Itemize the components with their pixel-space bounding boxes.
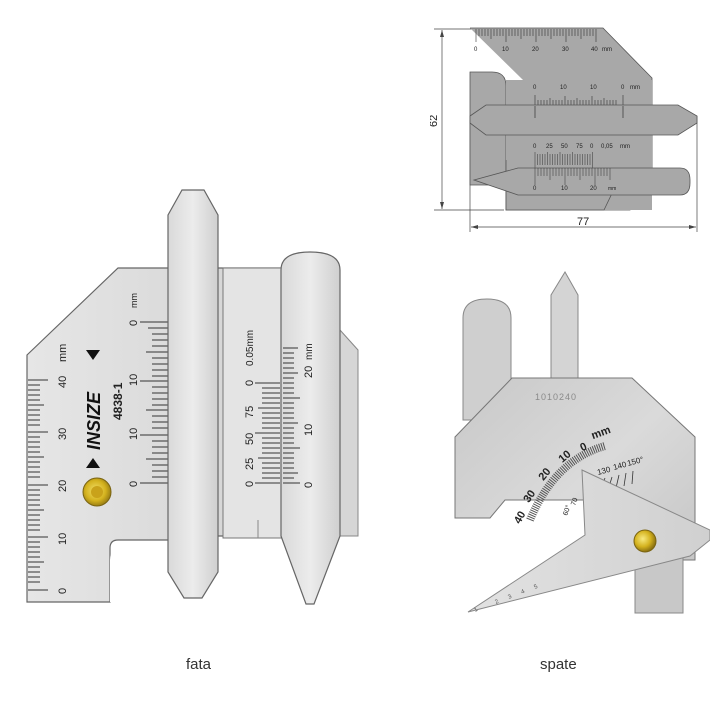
svg-text:150°: 150° xyxy=(626,455,644,468)
svg-text:mm: mm xyxy=(620,144,630,150)
back-view-caption: spate xyxy=(540,656,577,673)
svg-text:10: 10 xyxy=(590,85,597,91)
arrow-up-icon xyxy=(86,350,100,360)
svg-text:20: 20 xyxy=(590,186,597,192)
svg-text:0: 0 xyxy=(303,482,315,488)
arrow-down-icon xyxy=(86,458,100,468)
svg-text:0: 0 xyxy=(244,380,256,386)
svg-text:0: 0 xyxy=(474,47,478,53)
serial-number: 1010240 xyxy=(535,392,577,402)
svg-text:1: 1 xyxy=(473,607,479,614)
svg-text:mm: mm xyxy=(602,47,612,53)
svg-text:0: 0 xyxy=(578,441,589,454)
svg-text:60°: 60° xyxy=(561,504,572,517)
svg-text:50: 50 xyxy=(561,144,568,150)
svg-text:INSIZE: INSIZE xyxy=(84,391,104,450)
svg-text:0: 0 xyxy=(533,186,537,192)
angle-scale-small: 60° 70 xyxy=(561,497,579,517)
vernier-scale-labels: 0 25 50 75 0 0,05 mm xyxy=(533,144,630,150)
svg-text:0: 0 xyxy=(590,144,594,150)
svg-text:30: 30 xyxy=(57,428,69,440)
rivet xyxy=(633,529,657,553)
svg-text:30: 30 xyxy=(562,47,569,53)
vernier-ticks xyxy=(255,382,280,484)
bottom-scale-labels: 0 10 20 mm xyxy=(533,186,616,192)
svg-text:10: 10 xyxy=(128,428,140,440)
svg-text:mm: mm xyxy=(630,85,640,91)
angle-scale: 130 140 150° xyxy=(596,455,645,491)
svg-text:mm: mm xyxy=(129,293,139,308)
technical-drawing: 0 10 20 30 40 mm 0 10 10 0 mm 0 25 50 75 xyxy=(428,20,710,240)
svg-text:mm: mm xyxy=(608,186,616,192)
model-number: 4838-1 xyxy=(111,382,125,420)
left-scale-ticks xyxy=(28,379,48,591)
svg-text:0: 0 xyxy=(128,320,140,326)
svg-text:140: 140 xyxy=(612,460,628,472)
svg-text:40: 40 xyxy=(57,376,69,388)
svg-text:0: 0 xyxy=(621,85,625,91)
svg-text:mm: mm xyxy=(304,343,315,360)
svg-text:40: 40 xyxy=(512,509,529,526)
svg-text:5: 5 xyxy=(533,584,539,591)
pointer-scale-ticks xyxy=(283,347,300,484)
top-scale-ticks xyxy=(475,29,597,42)
svg-text:10: 10 xyxy=(303,424,315,436)
svg-text:mm: mm xyxy=(57,344,69,362)
center-scale-ticks xyxy=(140,321,170,484)
svg-text:0: 0 xyxy=(533,85,537,91)
width-dimension-label: 77 xyxy=(577,216,589,228)
top-scale-labels: 0 10 20 30 40 mm xyxy=(474,47,612,53)
front-view-caption: fata xyxy=(186,656,212,673)
svg-text:75: 75 xyxy=(576,144,583,150)
svg-text:20: 20 xyxy=(57,480,69,492)
middle-scale-labels: 0 10 10 0 mm xyxy=(533,85,640,91)
svg-text:40: 40 xyxy=(591,47,598,53)
right-pointer-blade xyxy=(280,251,341,605)
svg-text:25: 25 xyxy=(244,458,256,470)
back-view-gauge: 1010240 40 30 20 10 0 mm 130 140 150° xyxy=(440,270,711,630)
svg-text:10: 10 xyxy=(561,186,568,192)
svg-text:10: 10 xyxy=(560,85,567,91)
svg-text:10: 10 xyxy=(128,374,140,386)
blade-scale: 1 2 3 4 5 xyxy=(473,584,539,614)
svg-text:0: 0 xyxy=(57,588,69,594)
height-dimension-label: 62 xyxy=(430,115,440,127)
bottom-scale-ticks xyxy=(534,168,611,185)
svg-text:10: 10 xyxy=(57,533,69,545)
brand-logo: INSIZE xyxy=(84,350,104,468)
front-view-gauge: 0 10 20 30 40 mm INSIZE 4838-1 0 10 10 0… xyxy=(0,180,380,620)
svg-text:130: 130 xyxy=(596,465,612,477)
svg-text:75: 75 xyxy=(244,406,256,418)
svg-text:20: 20 xyxy=(303,366,315,378)
front-view-svg: 0 10 20 30 40 mm INSIZE 4838-1 0 10 10 0… xyxy=(26,189,359,605)
svg-text:0: 0 xyxy=(533,144,537,150)
center-scale-labels: 0 10 10 0 mm xyxy=(128,293,140,487)
left-scale-labels: 0 10 20 30 40 mm xyxy=(57,344,69,594)
svg-text:50: 50 xyxy=(244,433,256,445)
svg-text:0.05mm: 0.05mm xyxy=(245,330,256,366)
back-view-svg: 1010240 40 30 20 10 0 mm 130 140 150° xyxy=(454,271,711,614)
svg-text:3: 3 xyxy=(507,594,513,601)
svg-text:0: 0 xyxy=(128,481,140,487)
svg-text:30: 30 xyxy=(521,488,538,505)
svg-text:25: 25 xyxy=(546,144,553,150)
svg-text:4: 4 xyxy=(520,589,526,596)
vernier-labels: 0 25 50 75 0 0.05mm xyxy=(244,330,256,487)
svg-text:2: 2 xyxy=(494,599,500,606)
center-pointer-blade xyxy=(167,189,219,599)
drawing-svg: 0 10 20 30 40 mm 0 10 10 0 mm 0 25 50 75 xyxy=(428,27,698,232)
svg-text:0: 0 xyxy=(244,481,256,487)
svg-text:70: 70 xyxy=(570,497,579,507)
svg-text:10: 10 xyxy=(502,47,509,53)
svg-text:20: 20 xyxy=(532,47,539,53)
pointer-scale-labels: 0 10 20 mm xyxy=(303,343,315,488)
svg-text:0,05: 0,05 xyxy=(601,144,613,150)
